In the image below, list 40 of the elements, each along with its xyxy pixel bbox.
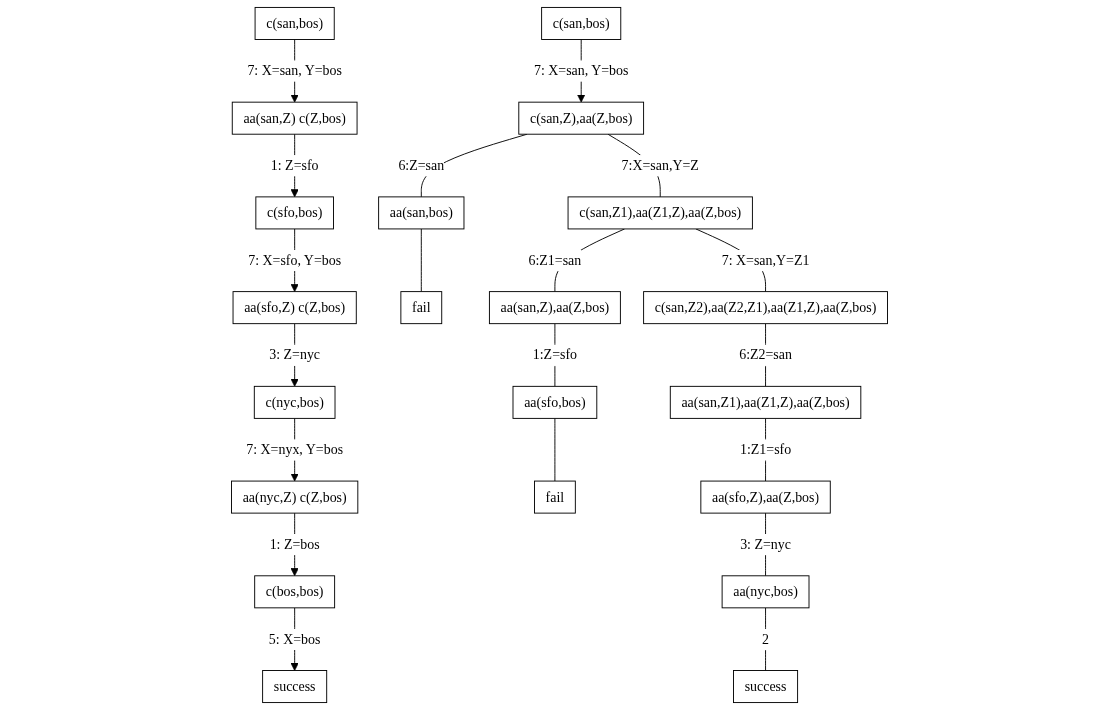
- node-box: c(san,Z1),aa(Z1,Z),aa(Z,bos): [567, 196, 753, 230]
- edge-label: 3: Z=nyc: [269, 347, 321, 363]
- node-box: c(san,Z2),aa(Z2,Z1),aa(Z1,Z),aa(Z,bos): [643, 291, 888, 325]
- edge-label: 1: Z=sfo: [270, 157, 319, 173]
- edge-label: 7: X=san, Y=bos: [533, 63, 629, 79]
- edge-label: 1: Z=bos: [269, 536, 320, 552]
- edge-label: 7: X=san, Y=bos: [247, 63, 342, 79]
- node-box: success: [733, 670, 799, 704]
- node-box: c(bos,bos): [254, 575, 336, 609]
- node-box: c(san,bos): [254, 6, 335, 40]
- node-box: aa(nyc,Z) c(Z,bos): [231, 480, 359, 514]
- node-box: success: [262, 670, 328, 704]
- edge-label: 6:Z1=san: [528, 252, 582, 268]
- node-box: fail: [534, 480, 576, 514]
- node-box: c(sfo,bos): [255, 196, 334, 230]
- edge-label: 2: [762, 631, 770, 647]
- edge-label: 1:Z=sfo: [532, 347, 578, 363]
- connector: [420, 228, 422, 293]
- node-box: aa(sfo,Z) c(Z,bos): [232, 291, 357, 325]
- connector: [554, 417, 556, 482]
- node-box: c(san,Z),aa(Z,bos): [518, 101, 645, 135]
- node-box: fail: [400, 291, 443, 325]
- node-box: aa(san,Z) c(Z,bos): [231, 101, 358, 135]
- edge-label: 7:X=san,Y=Z: [621, 157, 699, 173]
- node-box: aa(san,Z),aa(Z,bos): [488, 291, 621, 325]
- edge-label: 7: X=nyx, Y=bos: [246, 442, 344, 457]
- edge-label: 7: X=san,Y=Z1: [721, 252, 810, 268]
- edge-label: 7: X=sfo, Y=bos: [248, 252, 342, 268]
- node-box: aa(sfo,Z),aa(Z,bos): [700, 480, 831, 514]
- node-box: c(san,bos): [541, 6, 622, 40]
- edge-label: 6:Z2=san: [739, 347, 792, 363]
- node-box: aa(san,bos): [378, 196, 465, 230]
- node-box: aa(nyc,bos): [721, 575, 810, 609]
- edge-label: 3: Z=nyc: [740, 536, 791, 552]
- node-box: c(nyc,bos): [253, 385, 336, 419]
- node-box: aa(sfo,bos): [512, 385, 598, 419]
- node-box: aa(san,Z1),aa(Z1,Z),aa(Z,bos): [669, 385, 862, 419]
- edge-label: 1:Z1=sfo: [739, 442, 792, 457]
- edge-label: 5: X=bos: [268, 631, 321, 647]
- edge-label: 6:Z=san: [398, 157, 445, 173]
